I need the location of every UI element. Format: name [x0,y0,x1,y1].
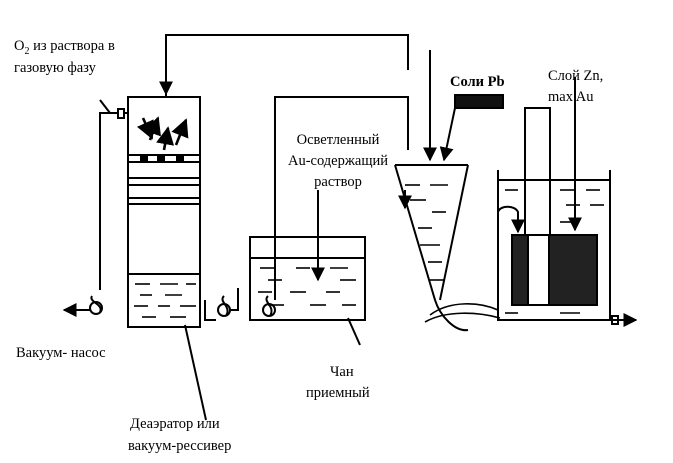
clarified-solution-label-line3: раствор [314,174,362,190]
gas-phase-label: газовую фазу [14,60,96,76]
pump-icon [89,295,103,315]
oxygen-label-prefix: O [14,38,25,54]
deaerator-column-icon [127,96,201,328]
zinc-layer-label-line2: max Au [548,89,594,105]
vacuum-pump-label: Вакуум- насос [16,345,106,361]
clarified-solution-label-line2: Au-содержащий [287,153,389,169]
receiving-tank-icon [249,190,366,321]
deaerator-label-line2: вакуум-рессивер [128,438,232,454]
lead-salt-dose-icon [454,94,504,109]
pump-icon [217,295,231,317]
zinc-layer-label-line1: Слой Zn, [548,68,604,84]
oxygen-label-rest: из раствора в [29,38,115,54]
oxygen-label-subscript: 2 [24,45,30,57]
receiving-tank-label-line2: приемный [306,385,370,401]
receiving-tank-label-line1: Чан [330,364,354,380]
lead-salts-label: Соли Pb [450,74,505,90]
pump-icon [262,295,276,317]
clarified-solution-label-line1: Осветленный [296,132,380,148]
oxygen-label: O2 из раствора в [14,36,115,62]
zinc-precipitation-vessel-icon [497,77,619,325]
deaerator-label-line1: Деаэратор или [130,416,220,432]
conical-mixer-icon [394,164,501,332]
